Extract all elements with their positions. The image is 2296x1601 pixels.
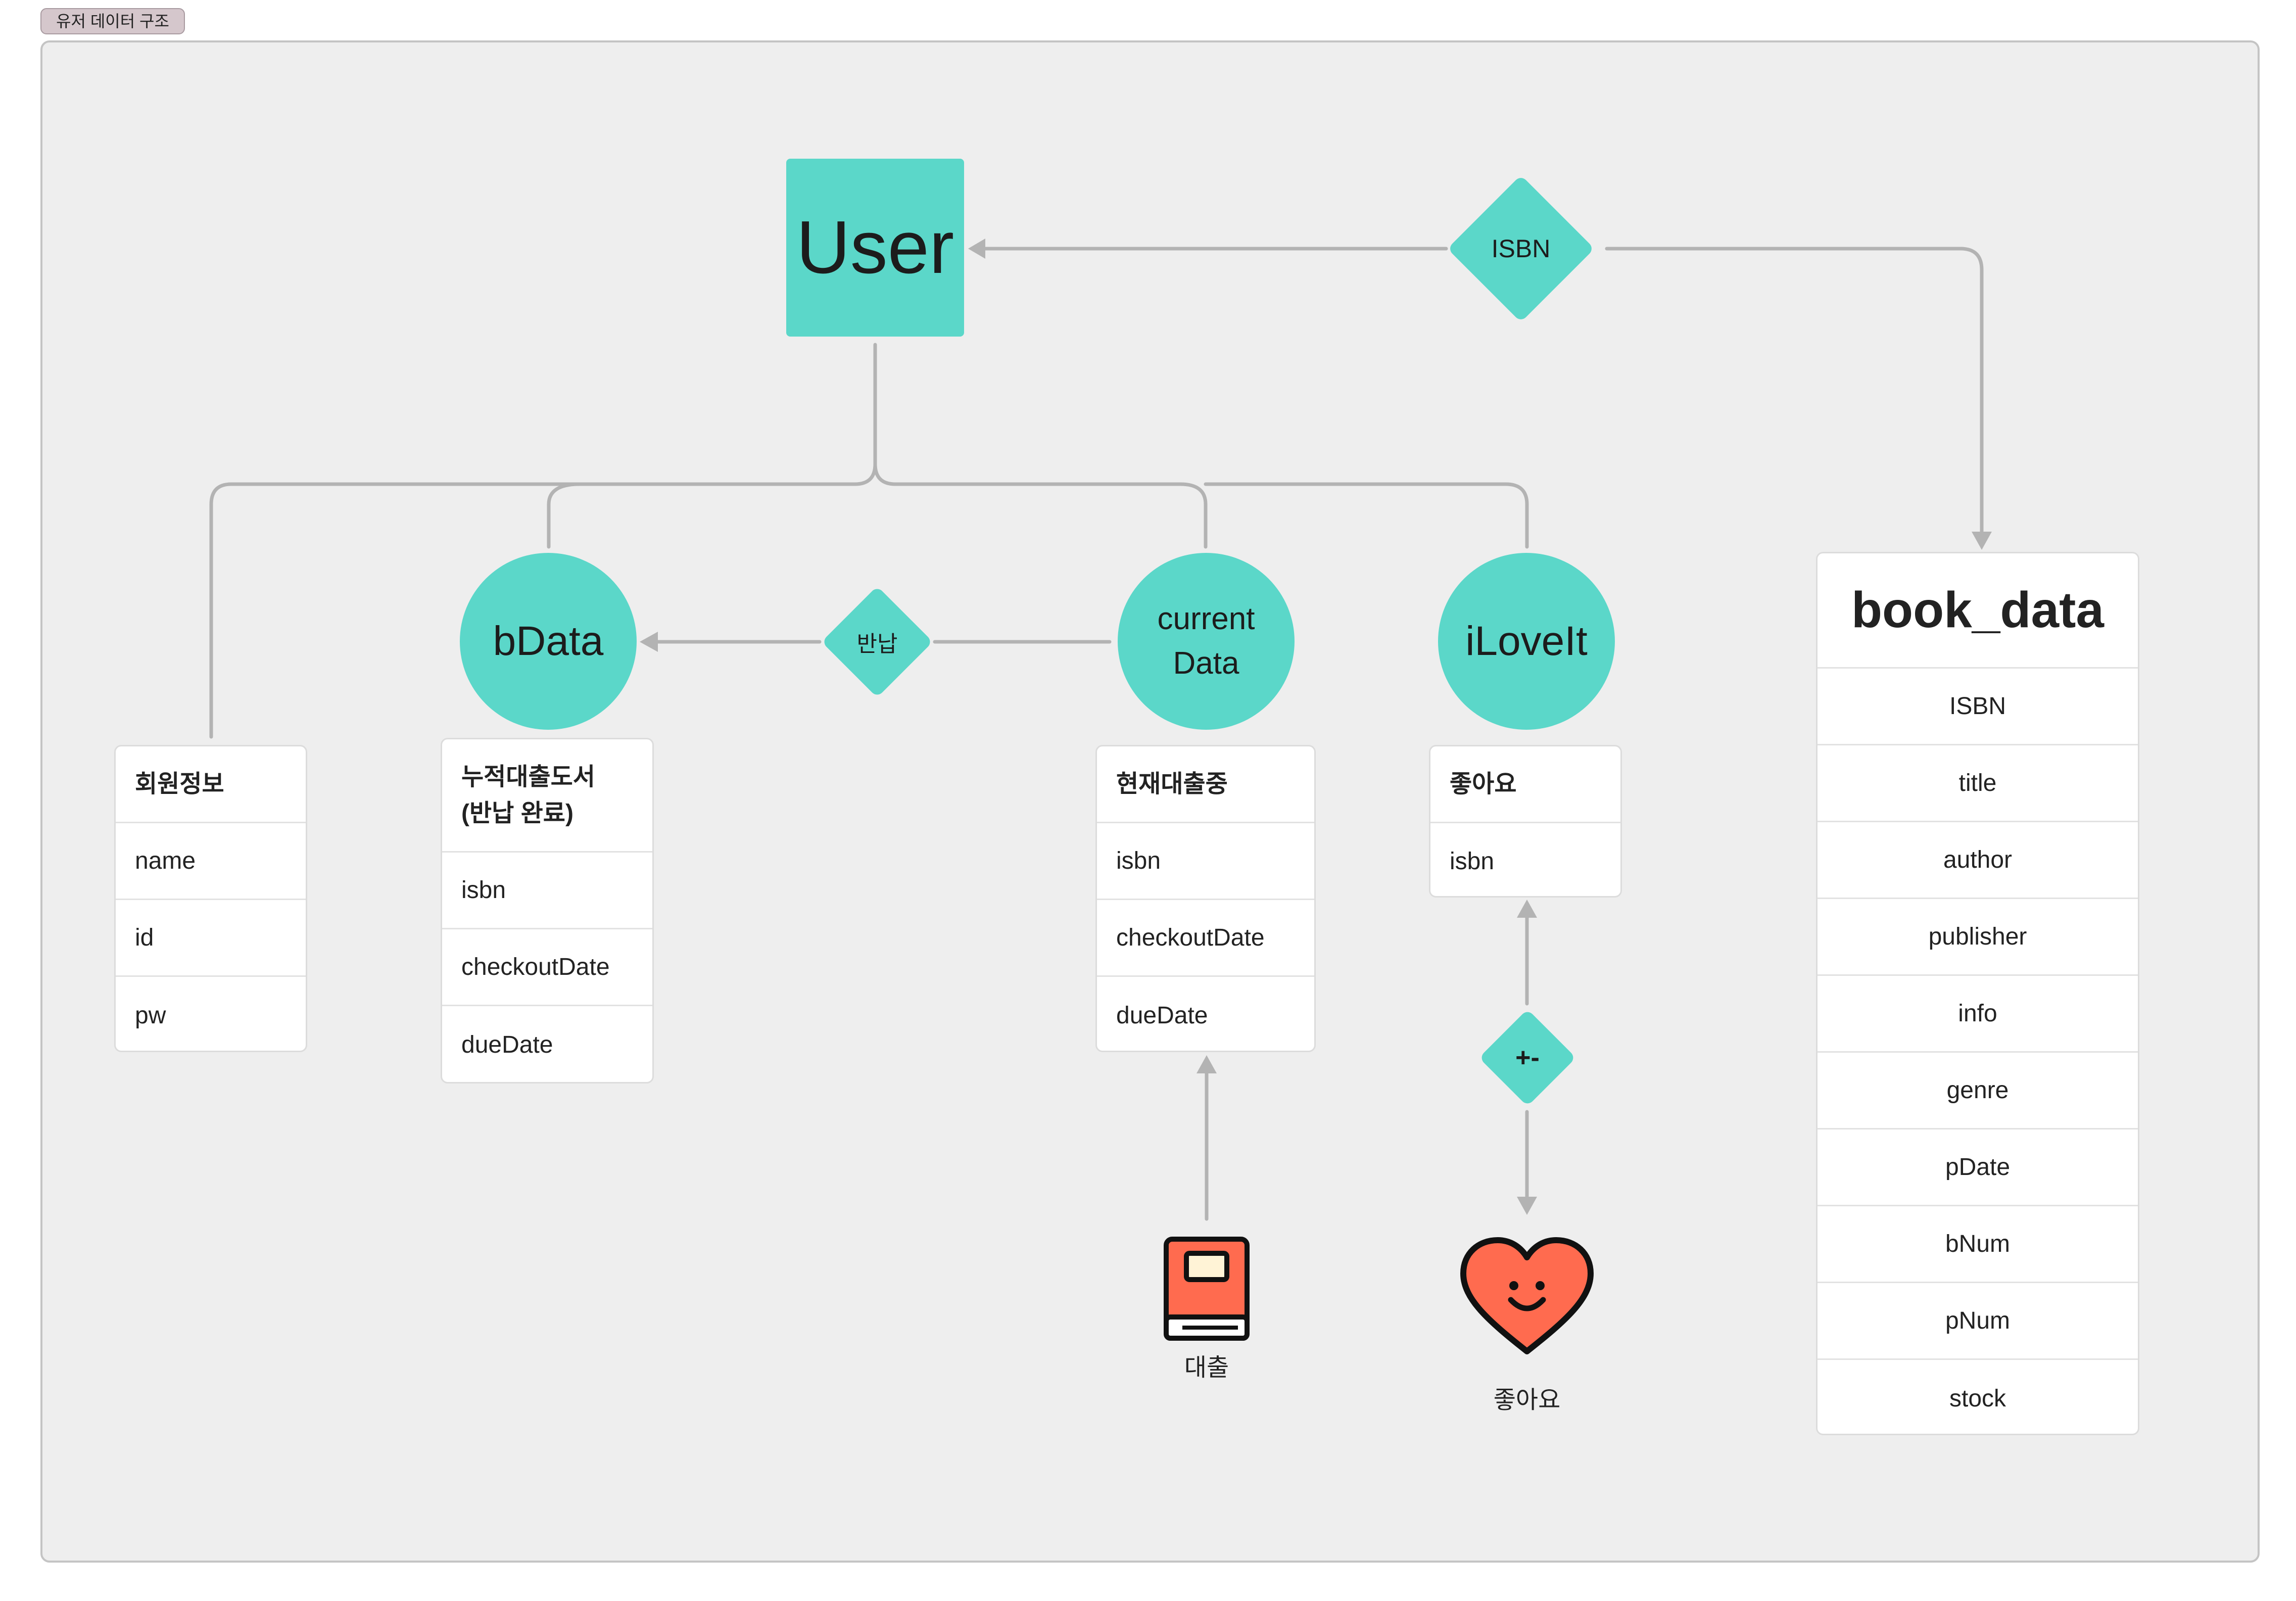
likes-title: 좋아요 <box>1430 746 1620 823</box>
arrowhead-heart <box>1517 1197 1537 1215</box>
cumulative-loans-card: 누적대출도서 (반납 완료) isbn checkoutDate dueDate <box>441 738 654 1084</box>
book-data-row: bNum <box>1817 1206 2138 1283</box>
smiling-heart-icon <box>1460 1237 1594 1354</box>
current-data-label-line2: Data <box>1173 646 1239 681</box>
plus-minus-diamond-label: +- <box>1515 1043 1540 1072</box>
cumulative-loans-row: checkoutDate <box>442 929 652 1006</box>
edge-to-current <box>873 462 1208 549</box>
iloveit-node-label: iLoveIt <box>1465 618 1588 664</box>
book-data-row: author <box>1817 822 2138 899</box>
book-data-row: info <box>1817 976 2138 1053</box>
book-data-row: publisher <box>1817 899 2138 976</box>
return-diamond-label: 반납 <box>856 632 898 656</box>
book-data-row: stock <box>1949 1385 2006 1412</box>
current-loan-row: checkoutDate <box>1097 900 1314 977</box>
book-data-row: title <box>1817 745 2138 822</box>
cumulative-loans-row: dueDate <box>461 1031 553 1058</box>
cumulative-loans-title-line1: 누적대출도서 <box>461 763 595 790</box>
cumulative-loans-title: 누적대출도서 (반납 완료) <box>442 739 652 853</box>
bdata-node: bData <box>460 553 637 730</box>
heart-icon-label: 좋아요 <box>1493 1387 1561 1414</box>
book-data-table: book_data ISBN title author publisher in… <box>1816 552 2139 1435</box>
current-data-label-line1: current <box>1157 601 1255 636</box>
likes-row: isbn <box>1450 847 1495 875</box>
book-data-row: pNum <box>1817 1283 2138 1360</box>
book-data-row: pDate <box>1817 1129 2138 1206</box>
edge-user-stem <box>209 343 877 739</box>
isbn-diamond-label: ISBN <box>1491 234 1551 263</box>
edge-to-bdata <box>547 482 582 549</box>
cumulative-loans-title-line2: (반납 완료) <box>461 799 573 827</box>
member-info-row: name <box>116 823 306 900</box>
isbn-diamond: ISBN <box>1447 175 1595 322</box>
bdata-node-label: bData <box>493 618 604 664</box>
current-loan-card: 현재대출중 isbn checkoutDate dueDate <box>1095 745 1316 1052</box>
plus-minus-diamond: +- <box>1478 1009 1576 1107</box>
section-tag: 유저 데이터 구조 <box>40 8 185 34</box>
current-loan-row: dueDate <box>1116 1002 1208 1029</box>
user-node: User <box>786 159 964 337</box>
member-info-card: 회원정보 name id pw <box>114 745 307 1052</box>
book-data-row: genre <box>1817 1053 2138 1129</box>
current-data-node: current Data <box>1118 553 1295 730</box>
member-info-row: id <box>116 900 306 977</box>
likes-card: 좋아요 isbn <box>1429 745 1622 898</box>
user-node-label: User <box>796 206 954 289</box>
book-data-row: ISBN <box>1817 669 2138 745</box>
edge-isbn-book <box>1605 247 1984 537</box>
arrowhead-bdata <box>640 632 658 652</box>
current-loan-row: isbn <box>1097 823 1314 900</box>
edge-to-iloveit <box>1204 482 1529 549</box>
arrowhead-book-data <box>1972 532 1992 550</box>
book-data-title: book_data <box>1817 553 2138 669</box>
arrowhead-user <box>968 239 985 259</box>
cumulative-loans-row: isbn <box>442 853 652 929</box>
arrowhead-current-loan <box>1197 1055 1217 1073</box>
current-loan-title: 현재대출중 <box>1097 746 1314 823</box>
book-icon-label: 대출 <box>1184 1354 1229 1381</box>
iloveit-node: iLoveIt <box>1438 553 1615 730</box>
arrowhead-likes <box>1517 900 1537 918</box>
book-icon <box>1164 1237 1250 1341</box>
member-info-row: pw <box>135 1002 166 1029</box>
member-info-title: 회원정보 <box>116 746 306 823</box>
return-diamond: 반납 <box>821 586 933 698</box>
